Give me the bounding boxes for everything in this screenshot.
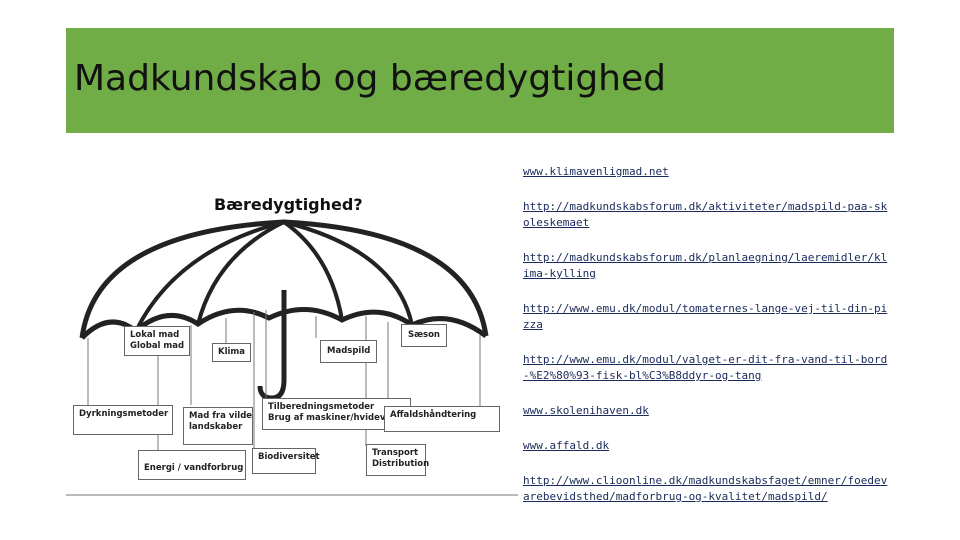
link-skolenihaven[interactable]: www.skolenihaven.dk — [523, 404, 649, 417]
resource-links: www.klimavenligmad.net http://madkundska… — [523, 164, 893, 524]
label-klima: Klima — [212, 343, 252, 362]
slide-title: Madkundskab og bæredygtighed — [74, 58, 666, 99]
link-klimavenligmad[interactable]: www.klimavenligmad.net — [523, 165, 669, 178]
link-item: http://www.emu.dk/modul/tomaternes-lange… — [523, 301, 893, 333]
link-klima-kylling[interactable]: http://madkundskabsforum.dk/planlaegning… — [523, 251, 888, 280]
link-item: http://madkundskabsforum.dk/planlaegning… — [523, 250, 893, 282]
hanging-strings — [87, 310, 481, 462]
link-madspild-paa-skoleskemaet[interactable]: http://madkundskabsforum.dk/aktiviteter/… — [523, 200, 888, 229]
label-affaldshaandtering: Affaldshåndtering — [384, 406, 500, 432]
title-band: Madkundskab og bæredygtighed — [66, 28, 894, 133]
link-item: http://www.clioonline.dk/madkundskabsfag… — [523, 473, 893, 505]
umbrella-handle — [257, 290, 287, 401]
label-biodiversitet: Biodiversitet — [252, 448, 320, 474]
label-transport-distribution: Transport Distribution — [366, 444, 429, 476]
label-energi-vandforbrug: Energi / vandforbrug — [138, 450, 246, 480]
link-item: http://www.emu.dk/modul/valget-er-dit-fr… — [523, 352, 893, 384]
link-item: www.klimavenligmad.net — [523, 164, 893, 180]
label-saeson: Sæson — [401, 324, 447, 347]
label-lokal-global-mad: Lokal mad Global mad — [124, 326, 191, 356]
link-item: http://madkundskabsforum.dk/aktiviteter/… — [523, 199, 893, 231]
link-tomaternes-lange-vej[interactable]: http://www.emu.dk/modul/tomaternes-lange… — [523, 302, 888, 331]
link-item: www.skolenihaven.dk — [523, 403, 893, 419]
umbrella-diagram: Bæredygtighed? Lokal mad Global mad Klim… — [66, 150, 518, 498]
diagram-title: Bæredygtighed? — [214, 195, 363, 214]
link-item: www.affald.dk — [523, 438, 893, 454]
label-madspild: Madspild — [320, 340, 378, 363]
label-dyrkningsmetoder: Dyrkningsmetoder — [73, 405, 173, 435]
diagram-bottom-rule — [66, 494, 518, 496]
link-valget-er-dit[interactable]: http://www.emu.dk/modul/valget-er-dit-fr… — [523, 353, 888, 382]
umbrella-ribs — [134, 220, 414, 332]
link-affald[interactable]: www.affald.dk — [523, 439, 610, 452]
label-mad-fra-vilde-landskaber: Mad fra vilde landskaber — [183, 407, 253, 445]
link-clioonline-madspild[interactable]: http://www.clioonline.dk/madkundskabsfag… — [523, 474, 888, 503]
